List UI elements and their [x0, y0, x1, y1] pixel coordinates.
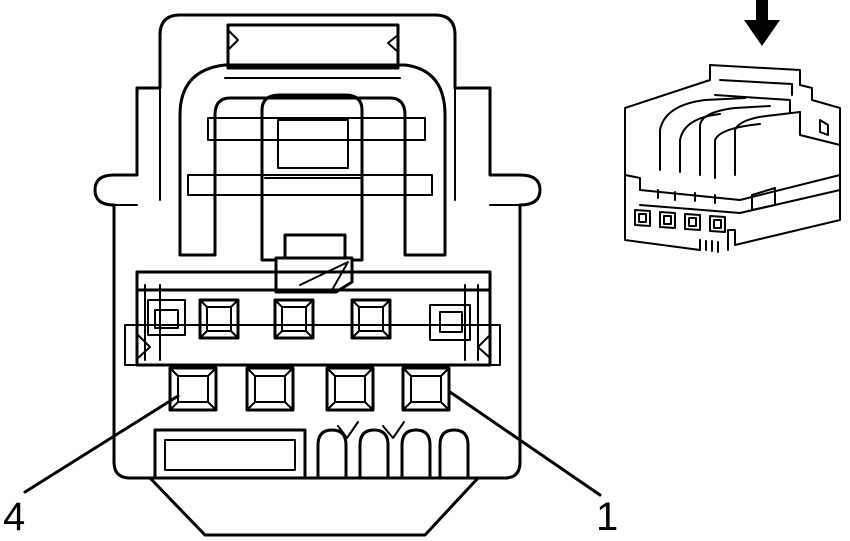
iso-housing-right: [727, 119, 841, 251]
bottom-skirt: [148, 476, 480, 537]
pin-4-label: 4: [3, 495, 25, 539]
latch-window: [226, 23, 400, 70]
pin-4-leader-line: [23, 394, 180, 494]
iso-housing-top: [709, 64, 841, 121]
connector-front-view: [93, 13, 542, 537]
lock-button: [283, 233, 347, 260]
view-direction-arrow: [744, 0, 780, 46]
polarization-fingers: [316, 428, 470, 480]
iso-pin-cavities: [634, 209, 726, 233]
upper-cavity-row: [198, 298, 392, 340]
pin-1-label: 1: [596, 495, 618, 539]
lock-ramp: [274, 256, 354, 294]
iso-latch-arms: [659, 97, 801, 176]
lower-slot: [153, 428, 307, 480]
side-clip-right: [429, 304, 471, 341]
lock-tongue: [260, 93, 364, 262]
connector-isometric-view: [624, 64, 841, 253]
pin-cavity-row: [168, 366, 451, 412]
side-clip-left: [147, 299, 186, 336]
latch-arm: [178, 63, 447, 257]
pin-1-leader-line: [448, 390, 602, 497]
